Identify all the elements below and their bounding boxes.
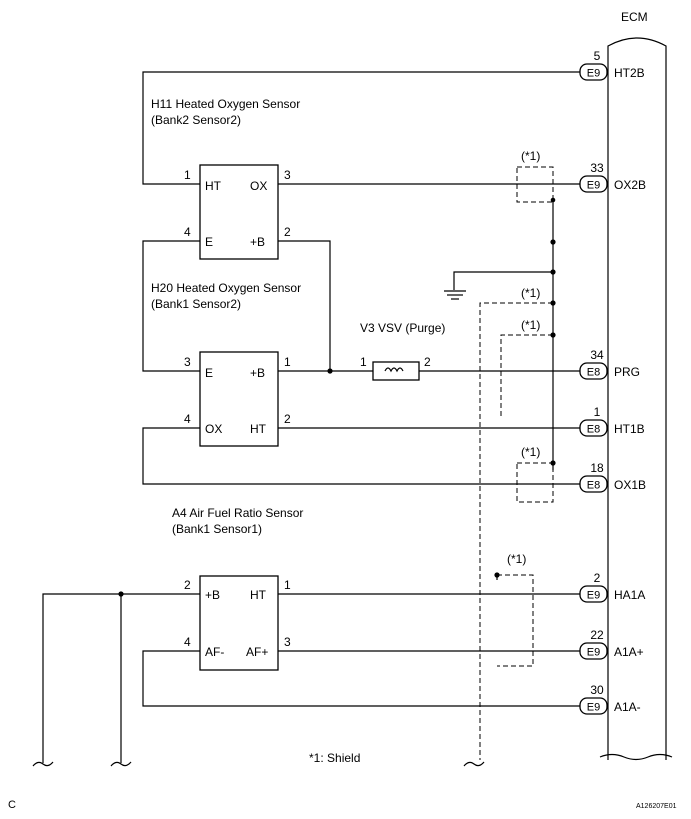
connector-signal: A1A- [614,700,641,714]
h11-pin: 1 [184,168,191,182]
connector-signal: PRG [614,365,640,379]
connector-signal: OX1B [614,478,646,492]
shield-label: (*1) [521,286,540,300]
h20-term: E [205,366,213,380]
connector-id: E9 [587,68,600,80]
h11-pin: 2 [284,225,291,239]
h11-name: H11 Heated Oxygen Sensor [151,97,300,111]
shield-label: (*1) [521,318,540,332]
h20-term: HT [250,422,267,436]
connector-pin: 5 [594,49,601,63]
connector-shape [579,175,608,193]
v3-pin: 1 [360,355,367,369]
h11-term: HT [205,179,222,193]
ecm-label: ECM [621,10,648,24]
a4-term: AF- [205,645,224,659]
figure-code: A126207E01 [636,803,677,810]
shield-label: (*1) [507,552,526,566]
v3-name: V3 VSV (Purge) [360,321,445,335]
a4-pin: 4 [184,635,191,649]
h20-pin: 1 [284,355,291,369]
h20-sub: (Bank1 Sensor2) [151,297,241,311]
connector-shape [579,419,608,437]
connector-pin: 30 [590,683,604,697]
h20-name: H20 Heated Oxygen Sensor [151,281,301,295]
a4-term: HT [250,588,267,602]
h11-term: OX [250,179,267,193]
shield-label: (*1) [521,445,540,459]
a4-name: A4 Air Fuel Ratio Sensor [172,506,303,520]
a4-pin: 3 [284,635,291,649]
a4-pin: 1 [284,578,291,592]
a4-sensor-box [199,575,279,671]
connector-signal: HA1A [614,588,645,602]
h20-sensor-box [199,351,279,447]
v3-pin: 2 [424,355,431,369]
connector-shape [579,362,608,380]
h11-pin: 4 [184,225,191,239]
connector-id: E8 [587,367,600,379]
connector-pin: 1 [594,405,601,419]
h20-term: +B [250,366,265,380]
connector-shape [579,63,608,81]
h11-term: E [205,235,213,249]
connector-id: E9 [587,702,600,714]
connector-pin: 2 [594,571,601,585]
connector-shape [579,697,608,715]
connector-id: E9 [587,590,600,602]
h20-pin: 2 [284,412,291,426]
a4-term: +B [205,588,220,602]
connector-signal: HT2B [614,66,645,80]
wires [42,71,580,763]
connector-pin: 34 [590,348,604,362]
ecm-block [607,37,667,760]
ecm-bottom-break [599,753,673,761]
wire-breaks [32,761,485,767]
connector-shape [579,585,608,603]
h20-pin: 3 [184,355,191,369]
connector-id: E8 [587,480,600,492]
shields [479,166,554,760]
h11-sensor-box [199,164,279,260]
connector-id: E9 [587,180,600,192]
connector-signal: A1A+ [614,645,644,659]
connector-shape [579,475,608,493]
connector-signal: OX2B [614,178,646,192]
a4-pin: 2 [184,578,191,592]
h11-pin: 3 [284,168,291,182]
connector-id: E8 [587,424,600,436]
connector-pin: 22 [590,628,604,642]
ground-symbol [444,290,466,300]
a4-sub: (Bank1 Sensor1) [172,522,262,536]
shield-note: *1: Shield [309,751,360,765]
h20-term: OX [205,422,222,436]
shield-label: (*1) [521,149,540,163]
connector-id: E9 [587,647,600,659]
corner-letter: C [8,799,16,811]
h11-sub: (Bank2 Sensor2) [151,113,241,127]
junction-dots [118,197,556,597]
h20-pin: 4 [184,412,191,426]
connector-pin: 33 [590,161,604,175]
connector-signal: HT1B [614,422,645,436]
a4-term: AF+ [246,645,268,659]
vsv-symbol [372,361,420,381]
connector-pin: 18 [590,461,604,475]
h11-term: +B [250,235,265,249]
connector-shape [579,642,608,660]
